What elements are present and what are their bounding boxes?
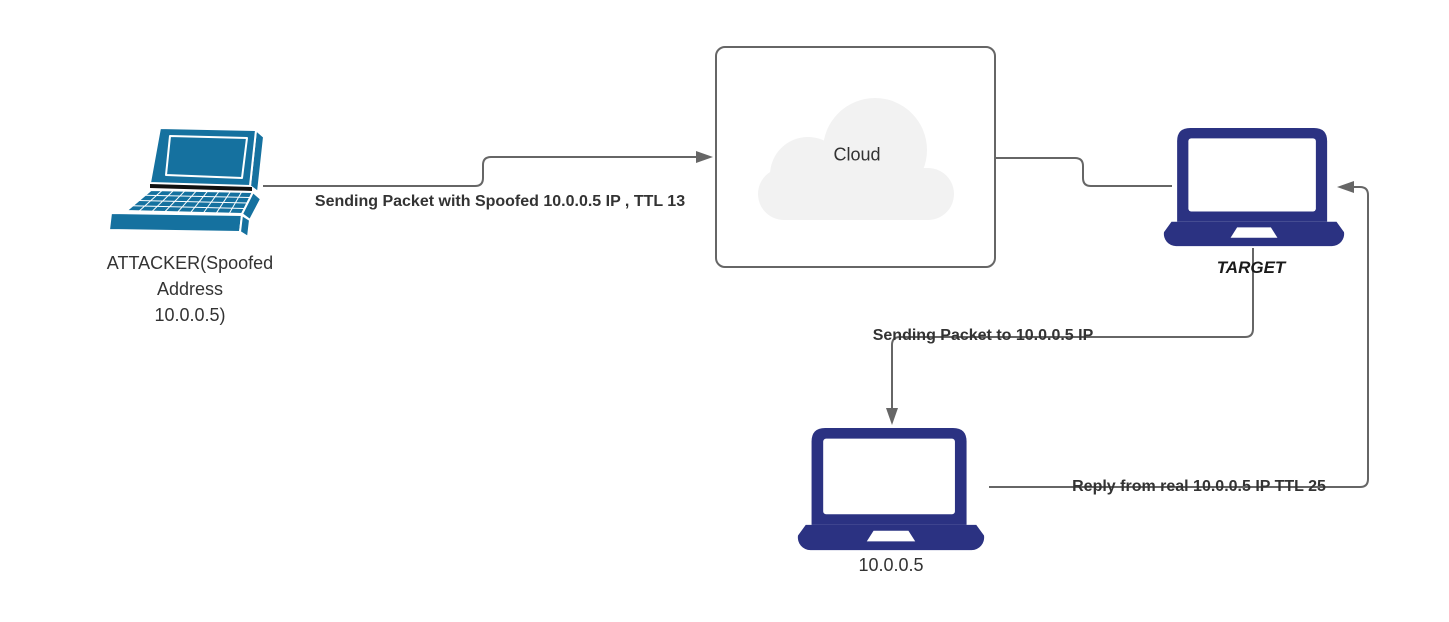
attacker-label-line3: 10.0.0.5) bbox=[154, 305, 226, 325]
attacker-laptop-icon bbox=[108, 127, 265, 238]
target-label: TARGET bbox=[1216, 258, 1286, 277]
real-host-laptop-icon bbox=[793, 428, 989, 552]
edge-target-to-host bbox=[891, 248, 1254, 408]
cloud-box: Cloud bbox=[715, 46, 996, 268]
target-laptop-icon bbox=[1156, 128, 1352, 248]
cloud-icon bbox=[758, 98, 954, 220]
edge-label-sending-packet: Sending Packet to 10.0.0.5 IP bbox=[872, 327, 1094, 344]
edge-cloud-to-target bbox=[996, 157, 1172, 187]
edge-label-spoofed-packet: Sending Packet with Spoofed 10.0.0.5 IP … bbox=[314, 193, 686, 210]
attacker-label: ATTACKER(Spoofed Address 10.0.0.5) bbox=[107, 250, 273, 328]
attacker-label-line1: ATTACKER(Spoofed bbox=[106, 253, 274, 273]
arrowhead-into-cloud bbox=[696, 151, 713, 163]
edge-label-reply-packet: Reply from real 10.0.0.5 IP TTL 25 bbox=[1072, 478, 1326, 495]
cloud-label: Cloud bbox=[833, 144, 881, 165]
edge-host-to-target bbox=[989, 186, 1369, 488]
arrowhead-into-target bbox=[1337, 181, 1354, 193]
edge-attacker-to-cloud bbox=[263, 156, 696, 187]
real-host-label: 10.0.0.5 bbox=[858, 555, 924, 575]
arrowhead-into-host bbox=[886, 408, 898, 425]
attacker-label-line2: Address bbox=[156, 279, 224, 299]
